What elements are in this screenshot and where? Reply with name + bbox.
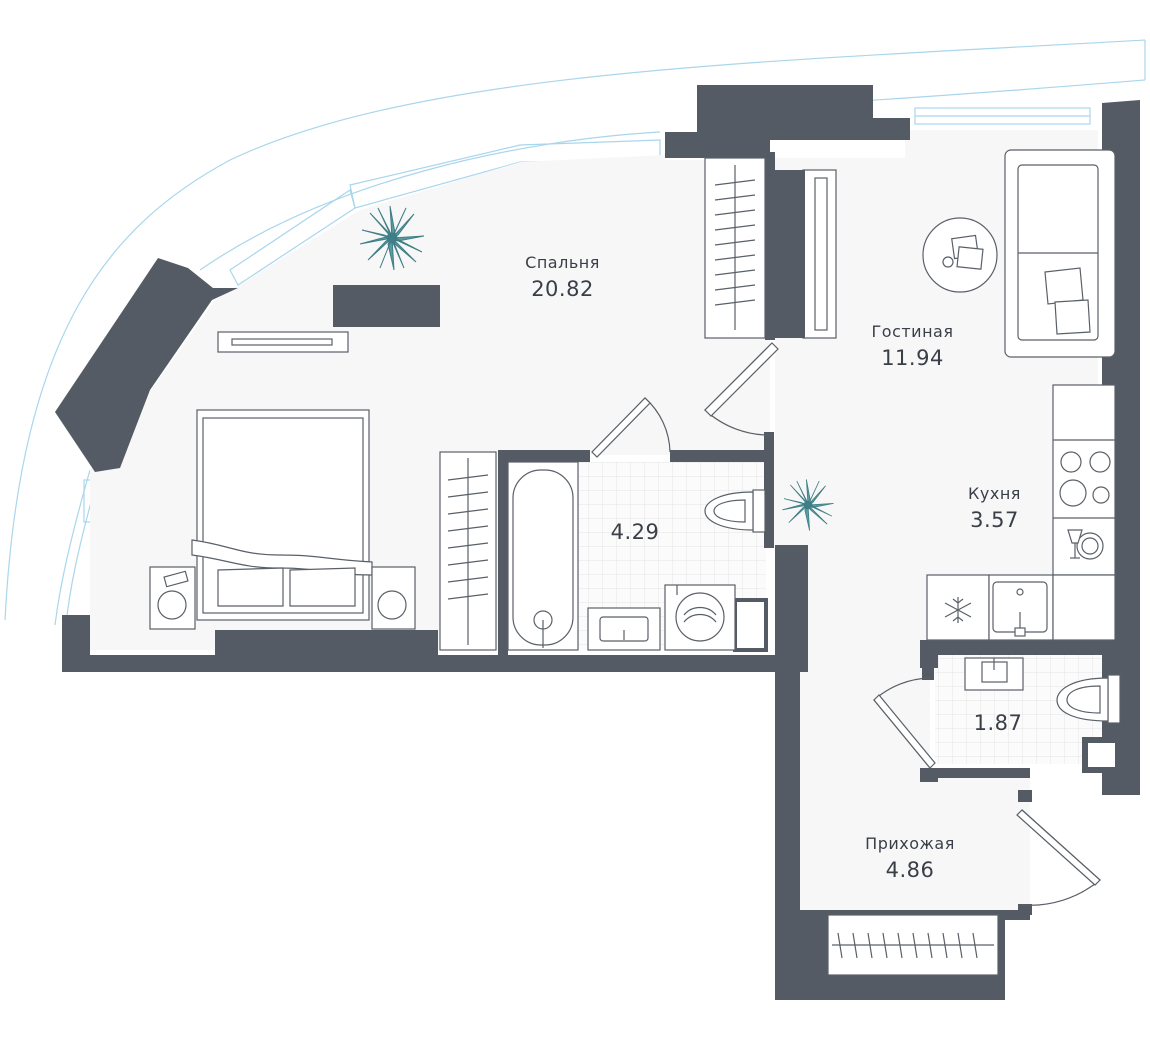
hangers — [714, 179, 756, 306]
room-name: Кухня — [968, 484, 1021, 503]
room-name: Гостиная — [871, 322, 954, 341]
room-label-wc: 1.87 — [948, 711, 1048, 735]
room-name: Спальня — [525, 253, 600, 272]
snowflake-icon — [944, 597, 972, 623]
room-area: 11.94 — [881, 346, 944, 370]
room-label-bathroom: 4.29 — [585, 520, 685, 544]
plant-icon — [359, 205, 425, 271]
room-area: 3.57 — [970, 508, 1019, 532]
furniture — [149, 149, 1121, 976]
doors — [591, 342, 1101, 906]
room-area: 1.87 — [973, 711, 1023, 735]
room-area: 4.86 — [885, 858, 935, 882]
room-label-living: Гостиная 11.94 — [850, 322, 975, 370]
wc-toilet-icon — [1107, 674, 1121, 724]
desk — [333, 285, 440, 327]
room-label-hallway: Прихожая 4.86 — [845, 834, 975, 882]
wine-glass-icon — [1067, 529, 1104, 560]
plant-icon — [782, 479, 834, 531]
toilet-icon — [752, 489, 766, 533]
room-label-kitchen: Кухня 3.57 — [942, 484, 1047, 532]
room-name: Прихожая — [865, 834, 955, 853]
room-label-bedroom: Спальня 20.82 — [500, 253, 625, 301]
room-area: 4.29 — [610, 520, 660, 544]
room-area: 20.82 — [531, 277, 594, 301]
cooktop-icon — [1059, 451, 1111, 507]
